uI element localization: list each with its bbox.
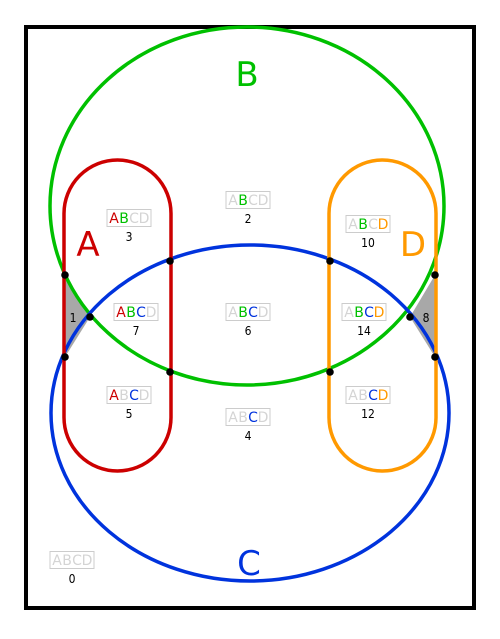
region-number: 2 (245, 212, 252, 226)
set-a-outline (62, 158, 173, 473)
region-letter-c: C (72, 553, 82, 569)
region-letter-d: D (139, 388, 150, 404)
region-1: 1 (70, 311, 77, 325)
intersection-dot (326, 257, 334, 265)
intersection-dot (431, 271, 439, 279)
region-letter-a: A (348, 217, 358, 233)
region-letter-b: B (62, 553, 72, 569)
intersection-dot (86, 313, 94, 321)
region-letter-b: B (358, 217, 368, 233)
region-number: 4 (245, 429, 252, 443)
region-number: 6 (245, 324, 252, 338)
region-number: 14 (357, 324, 371, 338)
region-letter-d: D (378, 388, 389, 404)
region-letter-c: C (136, 305, 146, 321)
region-letter-a: A (228, 193, 238, 209)
region-letter-d: D (258, 305, 269, 321)
region-letter-box (225, 191, 271, 209)
set-c-label: C (237, 544, 261, 584)
region-number: 10 (361, 236, 375, 250)
region-letter-b: B (238, 305, 248, 321)
region-letter-b: B (358, 388, 368, 404)
region-letter-d: D (146, 305, 157, 321)
region-letter-c: C (129, 388, 139, 404)
set-d-label: D (400, 225, 426, 265)
region-letter-a: A (228, 305, 238, 321)
region-number: 1 (70, 311, 77, 325)
region-number: 5 (126, 407, 133, 421)
region-letter-d: D (374, 305, 385, 321)
region-letter-box (49, 551, 95, 569)
region-letter-box (113, 303, 159, 321)
region-letter-c: C (368, 217, 378, 233)
region-letter-box (341, 303, 387, 321)
region-letter-a: A (109, 211, 119, 227)
set-b-label: B (235, 55, 258, 95)
region-letter-c: C (248, 305, 258, 321)
region-letter-b: B (119, 388, 129, 404)
region-letter-c: C (129, 211, 139, 227)
region-letter-box (345, 386, 391, 404)
set-d-outline (327, 158, 438, 473)
region-letter-d: D (258, 410, 269, 426)
region-letter-c: C (368, 388, 378, 404)
region-letter-box (106, 209, 152, 227)
region-letter-d: D (139, 211, 150, 227)
region-8: 8 (423, 311, 430, 325)
region-letter-c: C (248, 193, 258, 209)
region-letter-d: D (258, 193, 269, 209)
region-letter-d: D (82, 553, 93, 569)
intersection-dot (61, 271, 69, 279)
region-letter-b: B (238, 193, 248, 209)
region-letter-b: B (126, 305, 136, 321)
intersection-points (61, 257, 439, 376)
region-letter-c: C (364, 305, 374, 321)
set-c-outline (49, 243, 451, 583)
region-letter-a: A (344, 305, 354, 321)
region-letter-a: A (228, 410, 238, 426)
intersection-dot (431, 353, 439, 361)
region-letter-d: D (378, 217, 389, 233)
set-a-label: A (76, 225, 99, 265)
region-number: 8 (423, 311, 430, 325)
region-letter-c: C (248, 410, 258, 426)
intersection-dot (406, 313, 414, 321)
region-letter-b: B (354, 305, 364, 321)
intersection-dot (166, 257, 174, 265)
region-letter-a: A (348, 388, 358, 404)
region-letter-b: B (238, 410, 248, 426)
intersection-dot (326, 368, 334, 376)
region-letter-a: A (116, 305, 126, 321)
region-number: 0 (69, 572, 76, 586)
region-letter-box (345, 215, 391, 233)
region-letter-b: B (119, 211, 129, 227)
intersection-dot (61, 353, 69, 361)
region-letter-box (225, 408, 271, 426)
region-number: 7 (133, 324, 140, 338)
region-letter-box (225, 303, 271, 321)
region-letter-a: A (109, 388, 119, 404)
intersection-dot (166, 368, 174, 376)
region-number: 12 (361, 407, 375, 421)
region-letter-box (106, 386, 152, 404)
region-number: 3 (126, 230, 133, 244)
set-b-outline (48, 25, 446, 387)
region-letter-a: A (52, 553, 62, 569)
